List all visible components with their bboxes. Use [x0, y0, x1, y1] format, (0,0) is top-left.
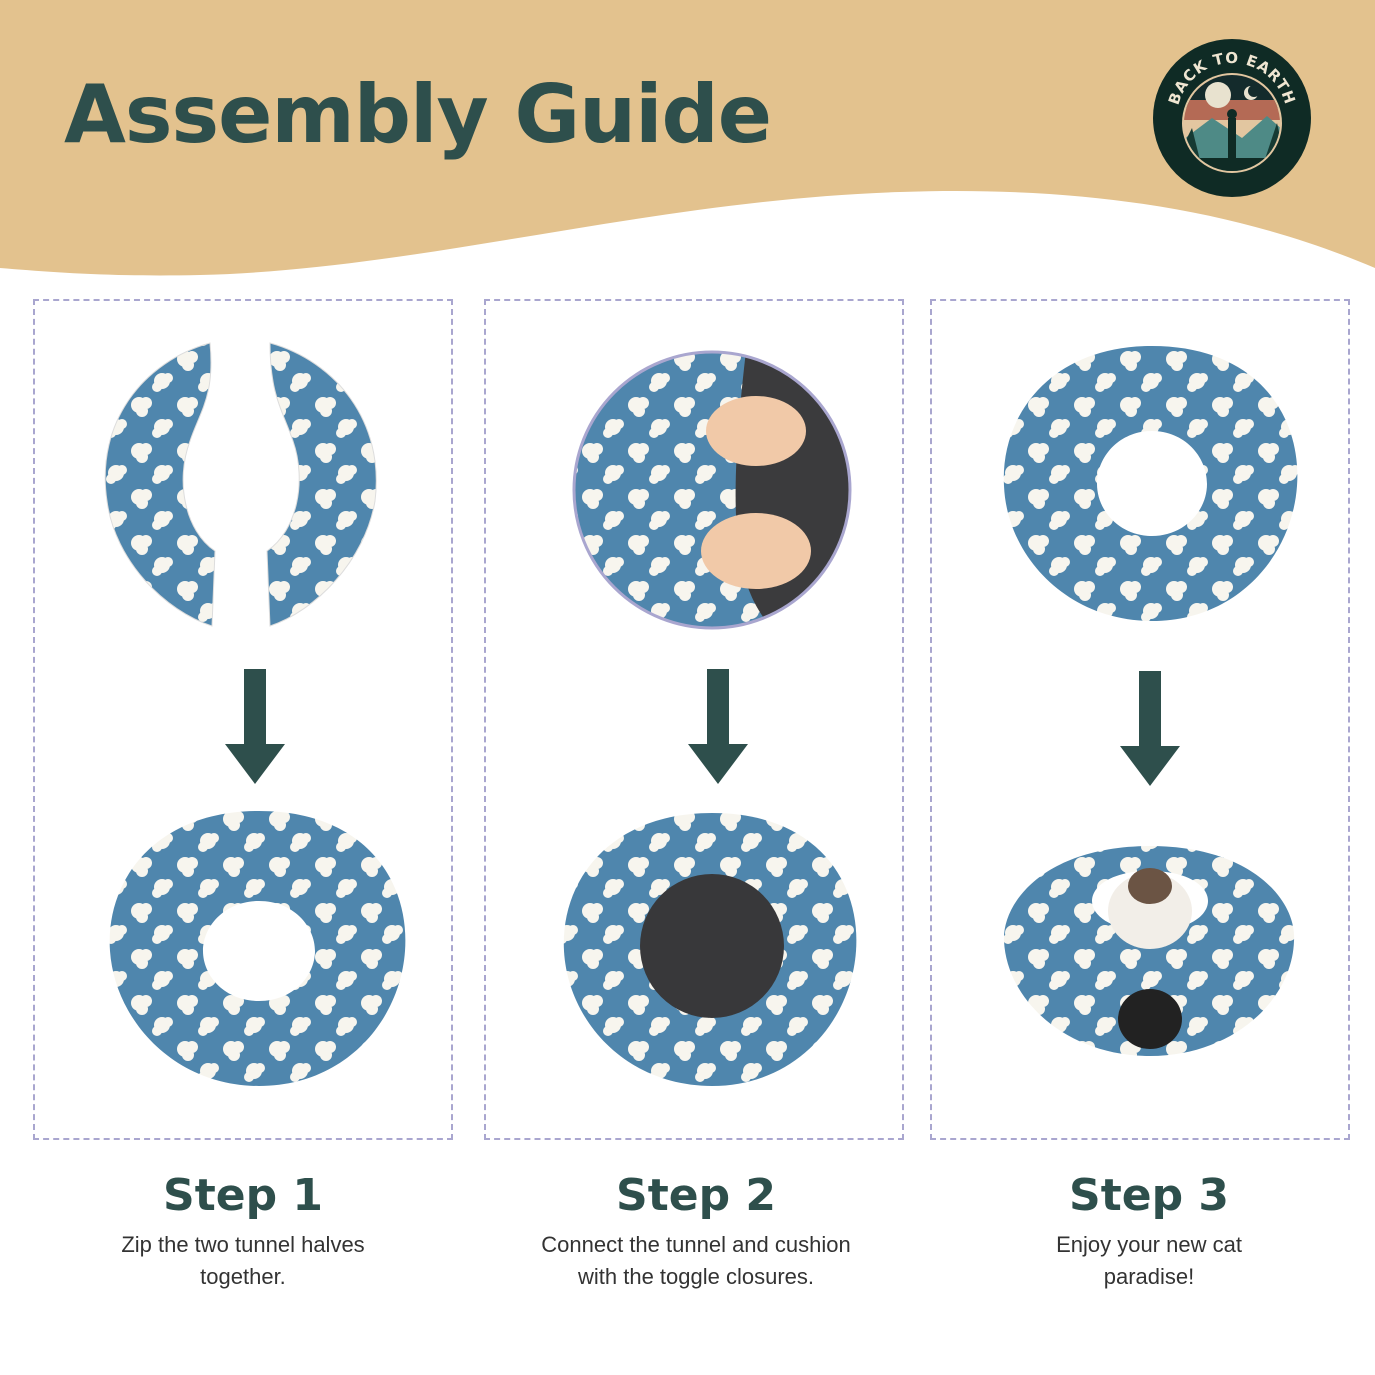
- tunnel-with-cushion-image: [563, 813, 857, 1086]
- tunnel-halves-image: [104, 342, 377, 627]
- step-2-panel: [484, 299, 904, 1140]
- step-2-desc-line1: Connect the tunnel and cushion: [541, 1232, 851, 1257]
- step-1-desc-line2: together.: [200, 1264, 286, 1289]
- page-title: Assembly Guide: [64, 68, 772, 161]
- step-3-desc-line2: paradise!: [1103, 1264, 1195, 1289]
- step-2-desc-line2: with the toggle closures.: [577, 1264, 815, 1289]
- step-3-title: Step 3: [1069, 1170, 1229, 1221]
- step-3-desc-line1: Enjoy your new cat: [1056, 1232, 1242, 1257]
- step-3-caption: Step 3 Enjoy your new cat paradise!: [919, 1170, 1375, 1293]
- arrow-down-icon: [225, 669, 285, 784]
- step-2-caption: Step 2 Connect the tunnel and cushion wit…: [466, 1170, 926, 1293]
- step-1-panel: [33, 299, 453, 1140]
- cat-in-tunnel-image: [1003, 846, 1295, 1056]
- assembled-tunnel-image: [109, 811, 406, 1086]
- toggle-closure-closeup-image: [572, 350, 852, 630]
- assembled-tunnel-top-image: [1003, 346, 1298, 621]
- back-to-earth-logo: BACK TO EARTH: [1153, 39, 1311, 197]
- step-2-title: Step 2: [616, 1170, 776, 1221]
- arrow-down-icon: [1120, 671, 1180, 786]
- step-1-caption: Step 1 Zip the two tunnel halves together…: [13, 1170, 473, 1293]
- step-1-title: Step 1: [163, 1170, 323, 1221]
- step-3-panel: [930, 299, 1350, 1140]
- header-banner: [0, 0, 1375, 276]
- step-1-desc-line1: Zip the two tunnel halves: [121, 1232, 365, 1257]
- arrow-down-icon: [688, 669, 748, 784]
